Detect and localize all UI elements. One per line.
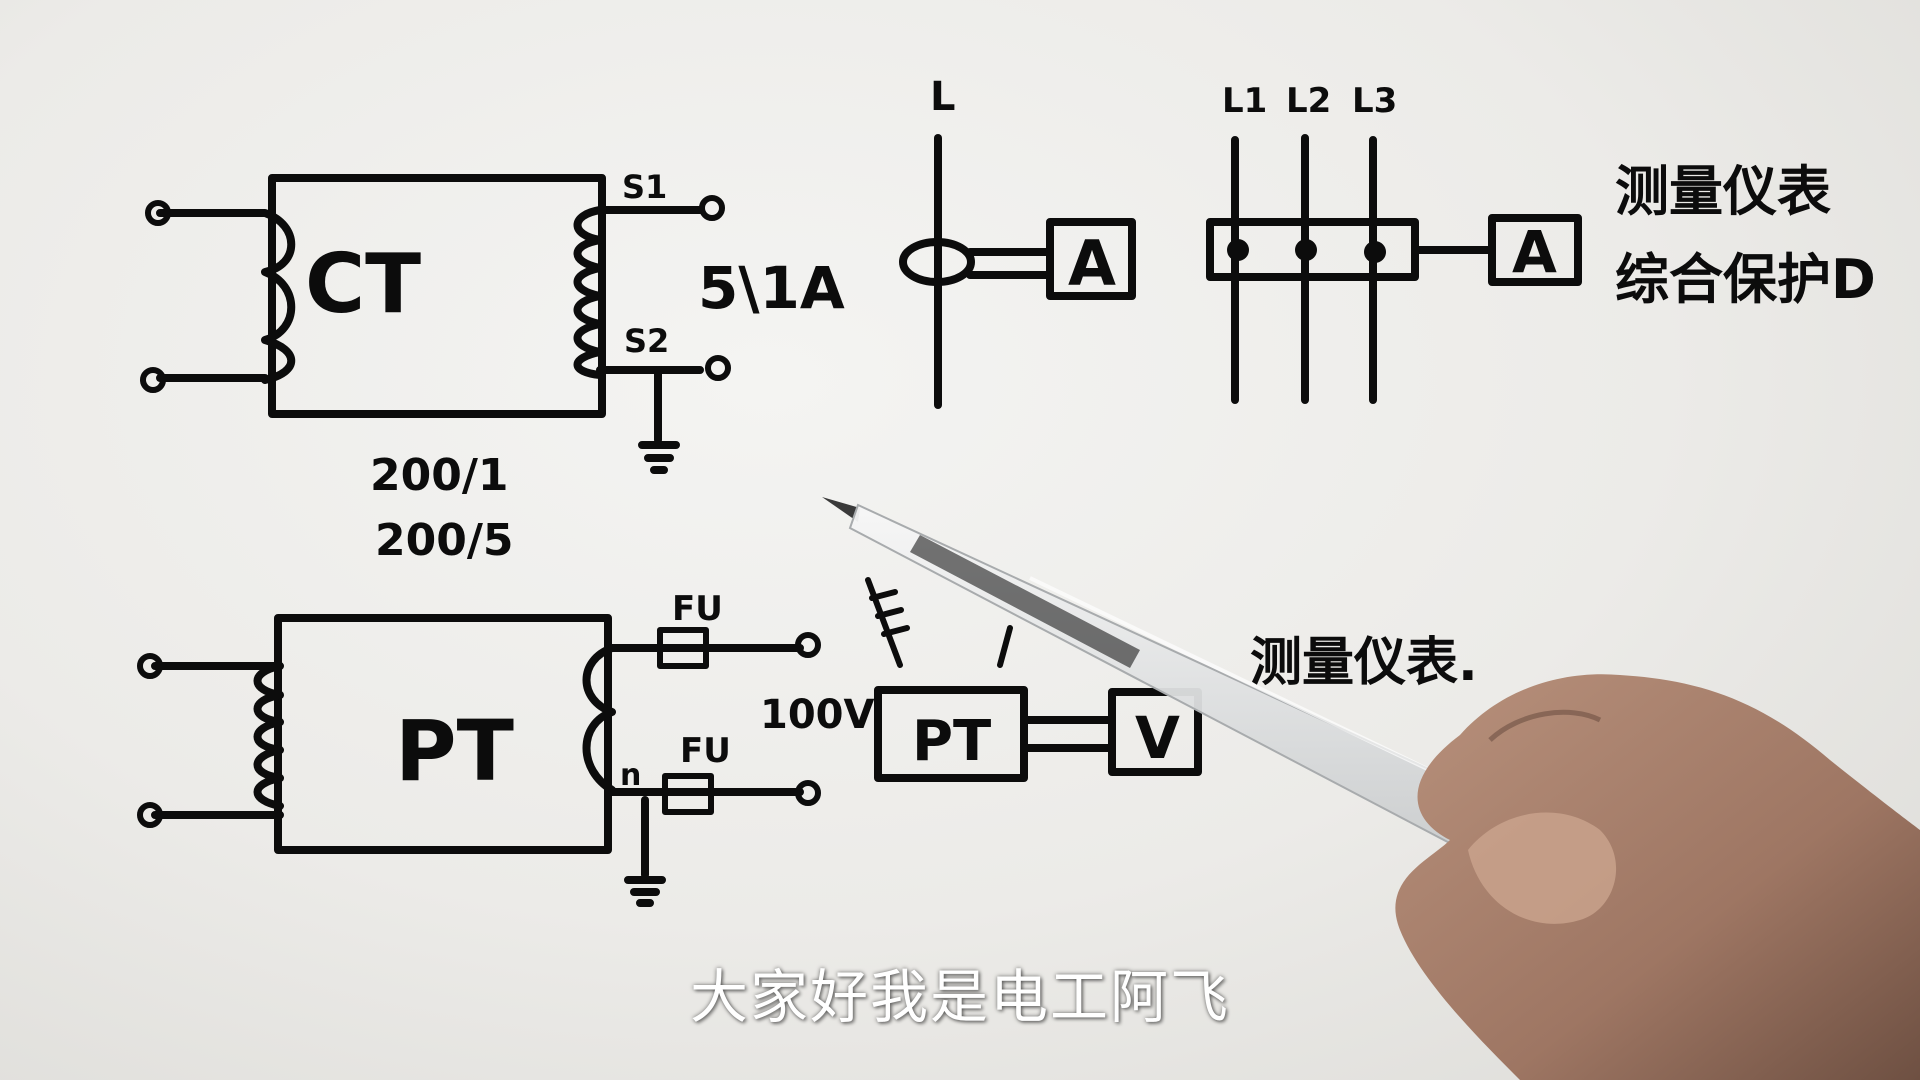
ct-core-l2 [1295,239,1317,261]
ct-s1-terminal [699,195,725,221]
pt-input-coil-marks [869,589,910,637]
three-phase-conductors [1231,134,1377,404]
fuse-bottom-icon [662,773,714,815]
ct-ground-icon [638,366,680,474]
ct-core-l1 [1227,239,1249,261]
ct-core-l3 [1364,241,1386,263]
note-measurement-instrument: 测量仪表 [1615,160,1831,223]
line-label-l2: L2 [1286,81,1331,121]
pt-n-label: n [620,758,641,793]
voltmeter-box [1108,688,1202,776]
three-phase-ammeter-diagram: L1 L2 L3 A 测量仪表 综合保护D [1206,81,1876,404]
pt-note-measurement-instrument: 测量仪表. [1250,633,1478,693]
note-integrated-protection: 综合保护D [1615,248,1876,311]
pt-input-leads [865,577,1013,668]
line-label-l3: L3 [1352,81,1397,121]
single-phase-ammeter-diagram: L A [899,74,1136,409]
pen-tip [822,497,860,522]
line-label-l: L [930,74,956,120]
ct-ratio-2: 200/5 [375,515,514,566]
ct-label: CT [305,237,421,332]
fuse-top-icon [657,627,709,669]
pt-meter-box-label: PT [912,709,991,774]
pt-ground-icon [624,796,666,907]
pt-primary-winding [151,662,284,819]
fuse-bottom-label: FU [680,731,731,771]
ct-primary-terminal-top [145,200,171,226]
current-clamp-ring [899,238,975,286]
pt-meter-box [874,686,1028,782]
pt-secondary-winding [582,644,616,794]
ct-diagram: CT S1 S2 5\1A 200/1 200/5 [140,168,845,566]
pt-secondary-voltage: 100V [760,692,874,738]
ct-primary-winding [156,209,296,384]
ct-s2-label: S2 [624,322,669,360]
presenter-hand [1395,674,1920,1080]
ammeter-label-three: A [1512,218,1557,286]
pt-diagram: PT FU FU n 100V [137,589,874,907]
ct-s1-label: S1 [622,168,667,206]
pt-voltmeter-diagram: PT V 测量仪表. [865,577,1478,782]
ct-secondary-leads [596,206,704,374]
ct-s2-terminal [705,355,731,381]
ct-secondary-current: 5\1A [698,254,845,322]
line-label-l1: L1 [1222,81,1267,121]
pt-primary-terminal-bottom [137,802,163,828]
pt-n-terminal [795,780,821,806]
ct-ratio-1: 200/1 [370,450,509,501]
ammeter-box-single [1046,218,1136,300]
ammeter-label-single: A [1068,227,1116,300]
video-subtitle: 大家好我是电工阿飞 [689,963,1230,1031]
pt-a-terminal [795,632,821,658]
ct-primary-terminal-bottom [140,367,166,393]
pt-box [274,614,612,854]
pt-to-voltmeter-leads [1020,716,1116,752]
clamp-leads [966,248,1054,279]
ammeter-box-three [1488,214,1582,286]
pt-primary-terminal-top [137,653,163,679]
voltmeter-label: V [1135,704,1180,772]
pen-ink-refill [910,535,1140,668]
pt-label: PT [395,702,514,800]
thumb-nail-area [1468,812,1617,924]
fuse-top-label: FU [672,589,723,629]
ct-secondary-winding [573,206,604,379]
